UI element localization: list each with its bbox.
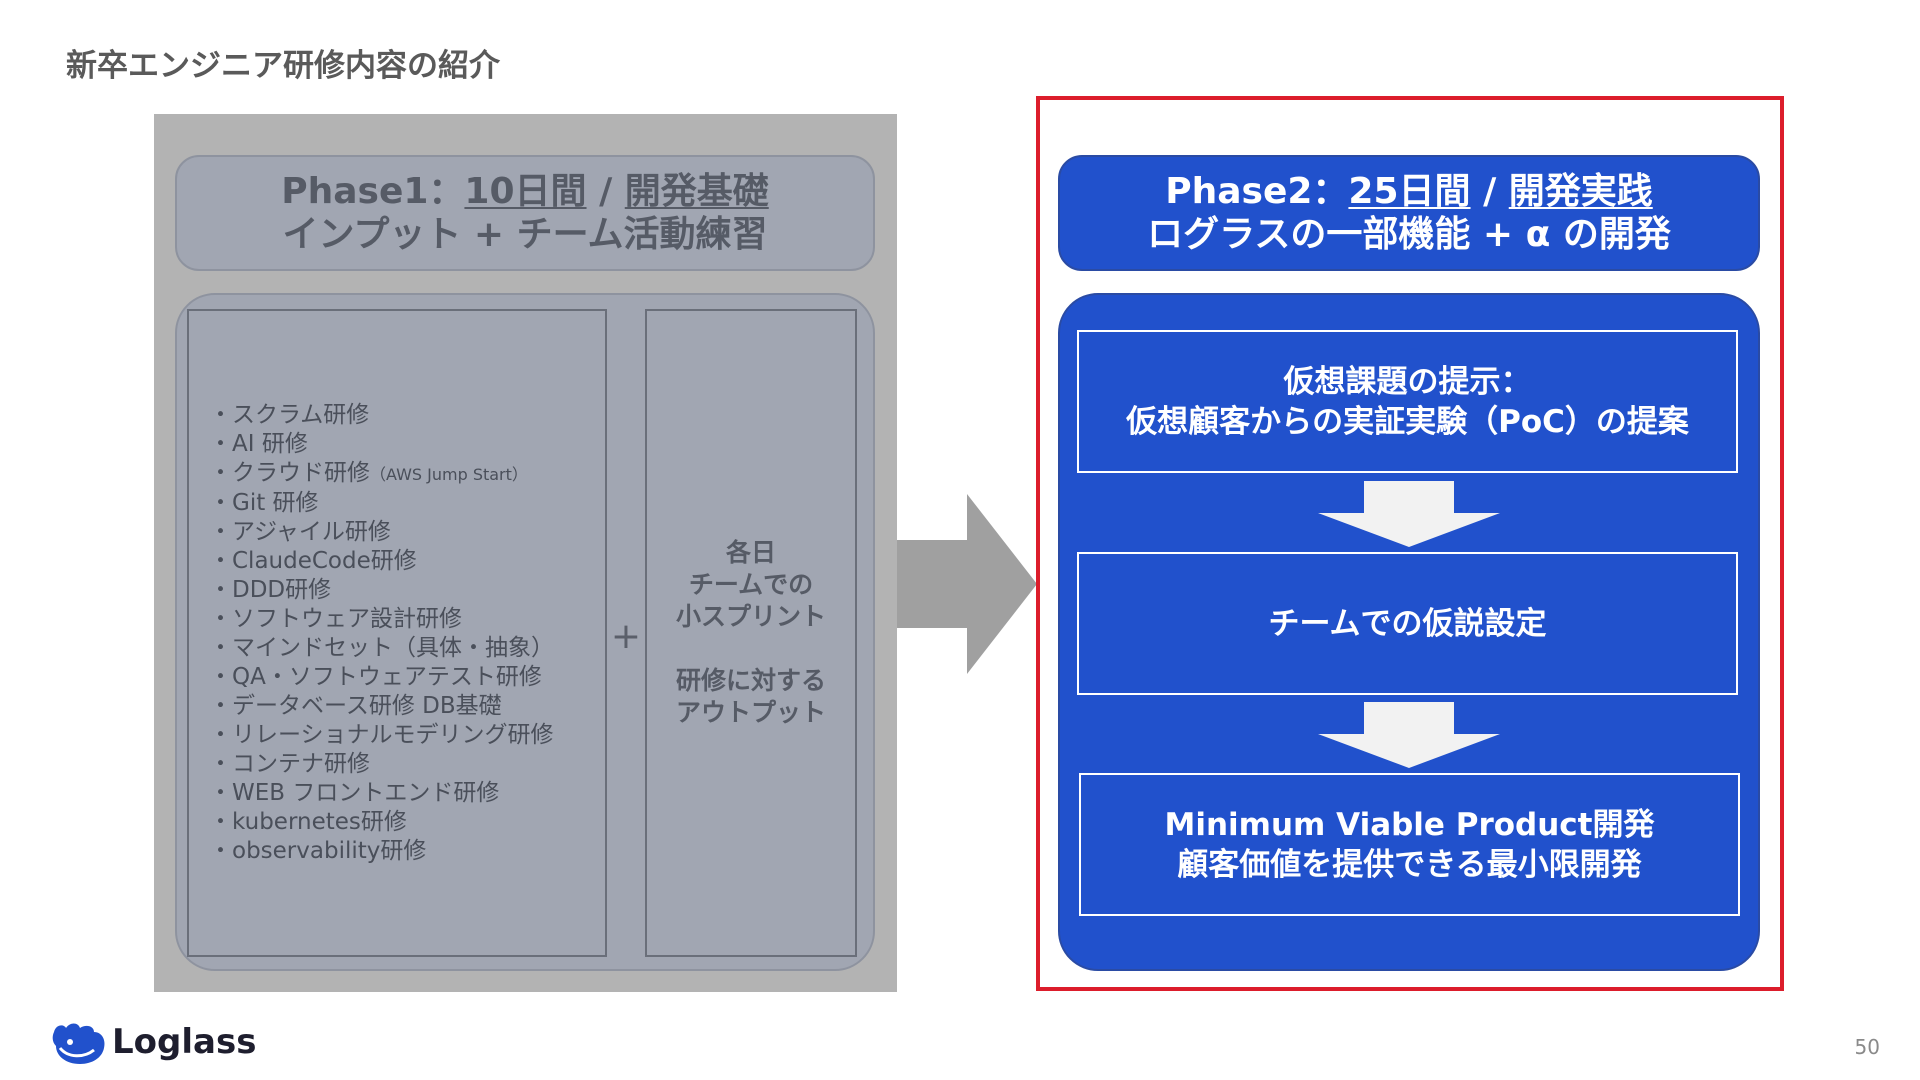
phase1-theme: 開発基礎	[624, 170, 769, 212]
step-line: 仮想課題の提示：	[1283, 363, 1532, 400]
list-item: ・WEB フロントエンド研修	[209, 779, 500, 806]
list-item: ・データベース研修 DB基礎	[209, 692, 502, 719]
step-line: Minimum Viable Product開発	[1164, 806, 1655, 843]
phase2-theme: 開発実践	[1508, 170, 1653, 212]
phase1-subtitle: インプット + チーム活動練習	[282, 214, 768, 255]
output-line: アウトプット	[675, 698, 826, 727]
list-item: ・Git 研修	[209, 489, 319, 516]
list-item: ・アジャイル研修	[209, 518, 391, 545]
list-item: ・コンテナ研修	[209, 750, 370, 777]
list-item: ・DDD研修	[209, 576, 332, 603]
list-item: ・リレーショナルモデリング研修	[209, 721, 554, 748]
list-item: ・kubernetes研修	[209, 808, 407, 835]
phase1-duration: 10日間	[464, 170, 587, 212]
list-item: ・AI 研修	[209, 430, 308, 457]
step-mvp: Minimum Viable Product開発 顧客価値を提供できる最小限開発	[1079, 773, 1740, 916]
phase2-subtitle: ログラスの一部機能 + α の開発	[1147, 214, 1671, 255]
list-item: ・observability研修	[209, 837, 427, 864]
list-item: ・QA・ソフトウェアテスト研修	[209, 663, 542, 690]
phase-transition-arrow-icon	[897, 494, 1037, 674]
step-line: 仮想顧客からの実証実験（PoC）の提案	[1126, 403, 1689, 440]
plus-icon: +	[610, 616, 642, 657]
phase2-body	[1058, 293, 1760, 971]
page-number: 50	[1854, 1035, 1880, 1059]
step-line: チームでの仮説設定	[1268, 605, 1547, 642]
output-box: 各日 チームでの 小スプリント 研修に対する アウトプット	[645, 309, 857, 957]
step-line: 顧客価値を提供できる最小限開発	[1177, 846, 1642, 883]
phase1-body	[175, 293, 875, 971]
phase2-separator: /	[1470, 170, 1509, 212]
list-item: ・ClaudeCode研修	[209, 547, 417, 574]
output-line: 研修に対する	[675, 666, 826, 695]
phase2-highlight-frame	[1036, 96, 1784, 991]
phase1-title-line: Phase1：10日間 / 開発基礎	[281, 170, 769, 213]
logo-text: Loglass	[112, 1022, 257, 1062]
down-arrow-icon	[1318, 702, 1500, 768]
loglass-whale-icon	[52, 1023, 105, 1064]
step-hypothesis: チームでの仮説設定	[1077, 552, 1738, 695]
cloud-note: （AWS Jump Start）	[370, 464, 528, 484]
phase2-title-line: Phase2：25日間 / 開発実践	[1165, 170, 1653, 213]
phase2-duration: 25日間	[1348, 170, 1471, 212]
list-item: ・ソフトウェア設計研修	[209, 605, 462, 632]
list-item: ・スクラム研修	[209, 401, 370, 428]
list-item: ・マインドセット（具体・抽象）	[209, 634, 554, 661]
output-line: 各日	[725, 538, 776, 567]
output-line: チームでの	[688, 570, 814, 599]
list-item-label: ・クラウド研修	[209, 459, 370, 486]
list-item: ・クラウド研修（AWS Jump Start）	[209, 459, 605, 489]
phase1-label: Phase1：	[281, 170, 465, 212]
training-list: ・スクラム研修 ・AI 研修 ・クラウド研修（AWS Jump Start） ・…	[187, 309, 607, 957]
phase2-header: Phase2：25日間 / 開発実践 ログラスの一部機能 + α の開発	[1058, 155, 1760, 271]
phase1-separator: /	[586, 170, 625, 212]
slide-title: 新卒エンジニア研修内容の紹介	[66, 48, 500, 84]
down-arrow-icon	[1318, 481, 1500, 547]
phase1-header: Phase1：10日間 / 開発基礎 インプット + チーム活動練習	[175, 155, 875, 271]
phase2-label: Phase2：	[1165, 170, 1349, 212]
output-line: 小スプリント	[675, 602, 826, 631]
loglass-logo: Loglass	[50, 1018, 256, 1066]
step-virtual-task: 仮想課題の提示： 仮想顧客からの実証実験（PoC）の提案	[1077, 330, 1738, 473]
